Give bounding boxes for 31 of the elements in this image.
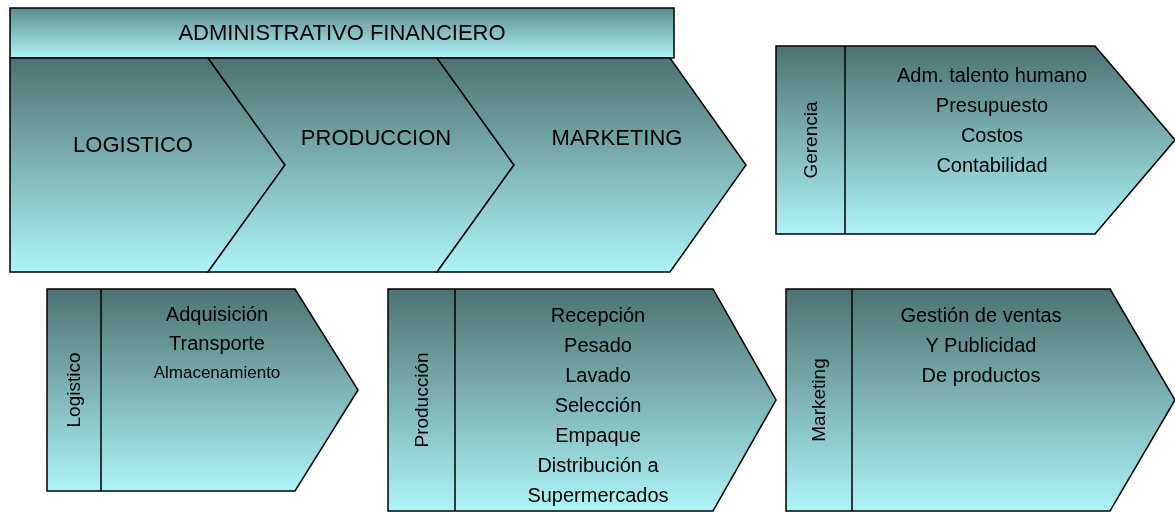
activity-text: Distribución a Supermercados — [526, 453, 670, 508]
stage-label: LOGISTICO — [73, 132, 193, 158]
activity-text: Transporte — [168, 331, 266, 356]
chevron-stage — [208, 58, 514, 272]
activity-text: Presupuesto — [934, 93, 1050, 118]
title-bar — [10, 8, 674, 58]
activity-text: Costos — [959, 123, 1025, 148]
side-label: Producción — [410, 352, 433, 448]
process-stage — [10, 58, 285, 272]
activity-text: Contabilidad — [935, 153, 1049, 178]
stage-label: PRODUCCION — [300, 125, 452, 151]
activity-text: Empaque — [554, 423, 642, 448]
stage-label: MARKETING — [551, 125, 683, 151]
activity-text: Pesado — [563, 333, 633, 358]
activity-text: Recepción — [549, 303, 647, 328]
pentagon-panel — [47, 289, 358, 491]
activity-text: Lavado — [564, 363, 632, 388]
activity-text: De productos — [920, 363, 1042, 388]
side-label: Marketing — [808, 358, 830, 442]
pentagon-panel — [388, 289, 776, 511]
activity-text: Adquisición — [164, 302, 270, 327]
title-text: ADMINISTRATIVO FINANCIERO — [178, 20, 506, 46]
activity-text: Almacenamiento — [152, 362, 282, 384]
activity-text: Y Publicidad — [924, 333, 1038, 358]
side-label: Logistico — [63, 352, 85, 428]
activity-text: Gestión de ventas — [899, 303, 1063, 328]
activity-text: Adm. talento humano — [895, 63, 1089, 88]
pentagon-panel — [776, 46, 1175, 234]
side-label: Gerencia — [799, 101, 822, 179]
pentagon-panel — [786, 289, 1175, 511]
activity-text: Selección — [553, 393, 643, 418]
